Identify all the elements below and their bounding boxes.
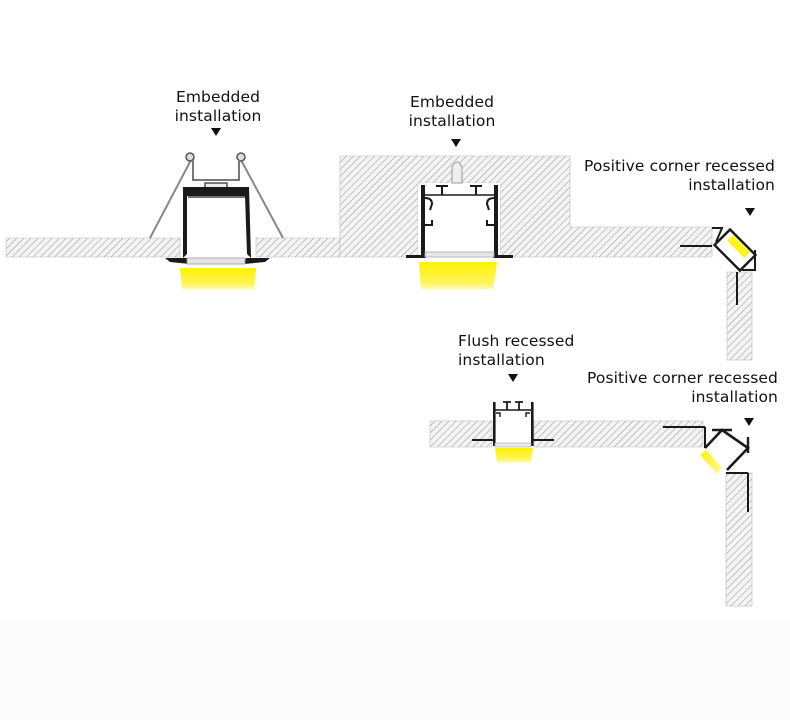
- flush-recessed-profile: [472, 401, 554, 463]
- down-triangle-icon: [451, 139, 461, 147]
- embedded-profile-with-spring-clips: [149, 152, 284, 290]
- down-triangle-icon: [211, 128, 221, 136]
- callout-subtitle: installation: [688, 176, 775, 194]
- callout-corner-2: Positive corner recessed installation: [570, 369, 778, 407]
- ceiling-slab-upper: [5, 155, 753, 361]
- ceiling-slab-lower: [429, 420, 753, 607]
- down-triangle-icon: [745, 208, 755, 216]
- light-beam: [419, 262, 497, 290]
- down-triangle-icon: [508, 374, 518, 382]
- corner-profile-diamond: [663, 426, 750, 512]
- callout-flush: Flush recessed installation: [458, 332, 574, 370]
- callout-embedded-1: Embedded installation: [166, 88, 270, 126]
- callout-title: Embedded: [409, 93, 495, 111]
- corner-profile-45deg: [680, 227, 758, 305]
- embedded-profile-with-mounting-bracket: [406, 161, 513, 290]
- light-beam: [700, 450, 722, 474]
- down-triangle-icon: [744, 418, 754, 426]
- light-beam: [180, 268, 256, 290]
- callout-title: Embedded: [175, 88, 261, 106]
- footer-band: [0, 620, 790, 720]
- callout-subtitle: installation: [691, 388, 778, 406]
- callout-title: Flush recessed: [458, 332, 575, 350]
- callout-subtitle: installation: [174, 107, 262, 125]
- callout-subtitle: installation: [408, 112, 496, 130]
- light-beam: [495, 448, 533, 463]
- callout-title: Positive corner recessed: [584, 157, 775, 175]
- callout-corner-1: Positive corner recessed installation: [570, 157, 775, 195]
- callout-subtitle: installation: [458, 351, 545, 369]
- callout-title: Positive corner recessed: [587, 369, 778, 387]
- callout-embedded-2: Embedded installation: [400, 93, 504, 131]
